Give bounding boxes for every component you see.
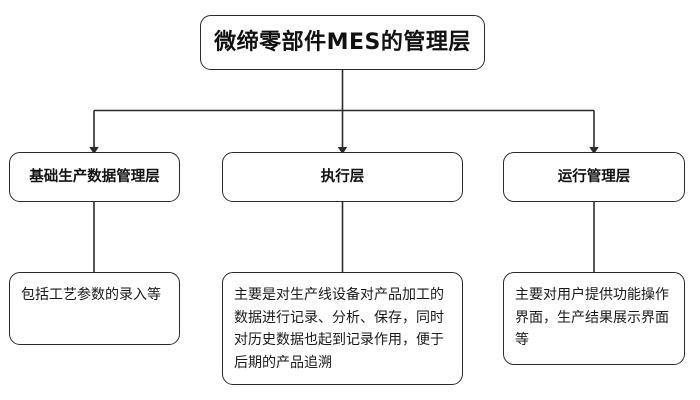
detail-node-2-text: 主要是对生产线设备对产品加工的数据进行记录、分析、保存，同时对历史数据也起到记录…: [234, 287, 444, 372]
root-node[interactable]: 微缔零部件MES的管理层: [200, 15, 485, 70]
layer-node-3-label: 运行管理层: [557, 168, 631, 185]
layer-node-2[interactable]: 执行层: [222, 152, 463, 202]
detail-node-1-text: 包括工艺参数的录入等: [21, 287, 161, 303]
detail-node-2[interactable]: 主要是对生产线设备对产品加工的数据进行记录、分析、保存，同时对历史数据也起到记录…: [222, 272, 463, 385]
root-node-label: 微缔零部件MES的管理层: [214, 29, 471, 55]
detail-node-3-text: 主要对用户提供功能操作界面，生产结果展示界面等: [515, 287, 669, 349]
layer-node-3[interactable]: 运行管理层: [503, 152, 685, 202]
detail-node-3[interactable]: 主要对用户提供功能操作界面，生产结果展示界面等: [503, 272, 685, 365]
layer-node-1-label: 基础生产数据管理层: [29, 168, 160, 185]
layer-node-1[interactable]: 基础生产数据管理层: [9, 152, 180, 202]
layer-node-2-label: 执行层: [320, 168, 365, 185]
detail-node-1[interactable]: 包括工艺参数的录入等: [9, 272, 180, 345]
